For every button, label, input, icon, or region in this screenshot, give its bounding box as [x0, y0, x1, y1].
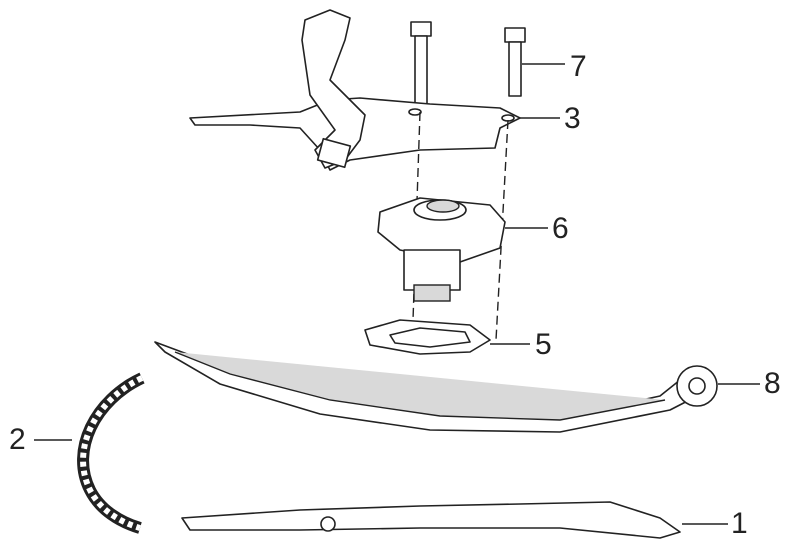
- tensioner-arm: [154, 341, 718, 433]
- callout-1: 1: [731, 507, 748, 540]
- gasket: [364, 319, 491, 355]
- alignment-line-right: [495, 119, 509, 341]
- callout-5: 5: [535, 328, 552, 361]
- timing-chain: [77, 372, 145, 534]
- chain-guide: [181, 501, 681, 539]
- callout-3: 3: [564, 102, 581, 135]
- bolt-left: [410, 21, 432, 107]
- callout-7: 7: [570, 50, 587, 83]
- bracket: [189, 9, 521, 171]
- callout-2: 2: [9, 423, 26, 456]
- callout-6: 6: [552, 212, 569, 245]
- chain-tensioner: [377, 197, 506, 302]
- callout-8: 8: [764, 367, 781, 400]
- bolt-right: [504, 27, 526, 97]
